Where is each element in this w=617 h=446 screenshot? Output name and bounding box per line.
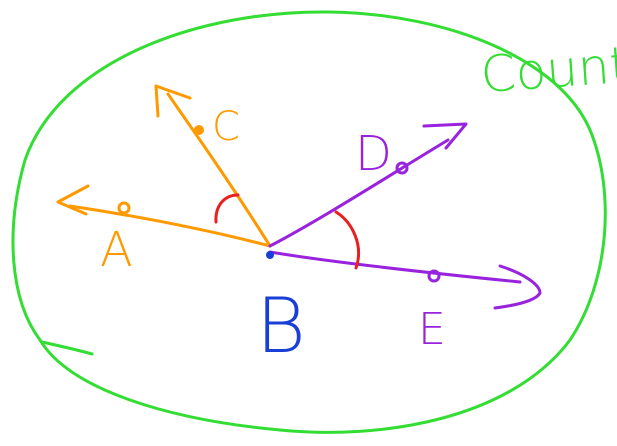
ray-BC — [166, 92, 272, 248]
point-D — [395, 161, 409, 175]
point-A — [117, 201, 131, 215]
label-E: E — [418, 304, 446, 355]
angle-mark-DBE — [334, 210, 361, 270]
ray-BE-arrowhead — [493, 264, 542, 310]
ray-BE — [268, 250, 522, 284]
label-B: B — [256, 281, 306, 370]
point-E — [427, 269, 441, 283]
ray-BD-arrowhead — [422, 122, 468, 150]
point-C — [194, 125, 204, 135]
region-label: Count — [479, 36, 617, 104]
label-A: A — [100, 222, 133, 278]
ray-BC-arrowhead — [154, 84, 192, 118]
angle-mark-ABC — [214, 193, 240, 224]
ray-BA-arrowhead — [56, 184, 90, 216]
ray-BD — [268, 138, 450, 248]
vertex-B — [266, 251, 274, 259]
label-D: D — [355, 126, 392, 182]
ray-BA — [68, 204, 272, 248]
region-boundary — [11, 10, 607, 434]
label-C: C — [212, 104, 240, 150]
region-boundary-tail — [40, 340, 94, 356]
